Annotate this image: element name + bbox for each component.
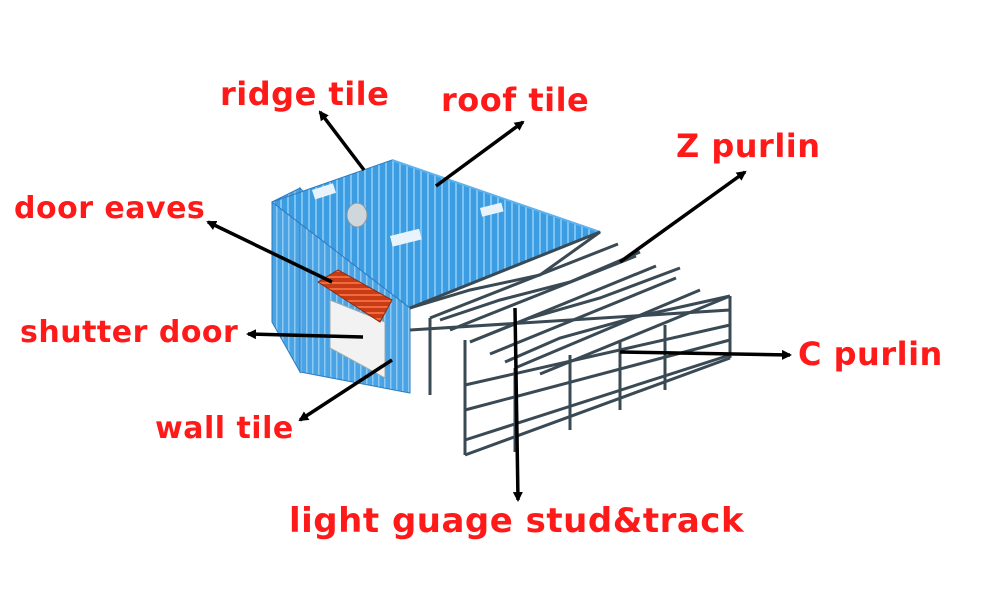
door-eaves-graphic [317,269,393,323]
steel-frame [409,230,732,457]
label-z-purlin: Z purlin [676,127,821,165]
arrow-wall-tile [298,358,393,422]
arrow-z-purlin [618,170,747,264]
label-roof-tile: roof tile [441,81,590,119]
label-ridge-tile: ridge tile [220,75,390,113]
stud-track-columns [428,296,732,457]
label-shutter-door: shutter door [20,315,239,350]
label-c-purlin: C purlin [798,335,943,373]
arrow-door-eaves [206,220,333,284]
c-purlin-lines [409,308,731,442]
arrow-ridge-tile [318,110,366,172]
label-wall-tile: wall tile [155,411,294,446]
label-stud-track: light guage stud&track [289,501,745,541]
leader-arrows [206,110,792,502]
label-door-eaves: door eaves [14,191,206,226]
shutter-door-graphic [329,299,386,379]
rafter-lines [409,230,731,364]
arrow-roof-tile [434,120,525,188]
arrow-c-purlin [619,349,792,360]
arrow-stud-track [512,307,523,502]
roof-tile-panel [270,159,602,309]
arrow-shutter-door [246,329,364,340]
